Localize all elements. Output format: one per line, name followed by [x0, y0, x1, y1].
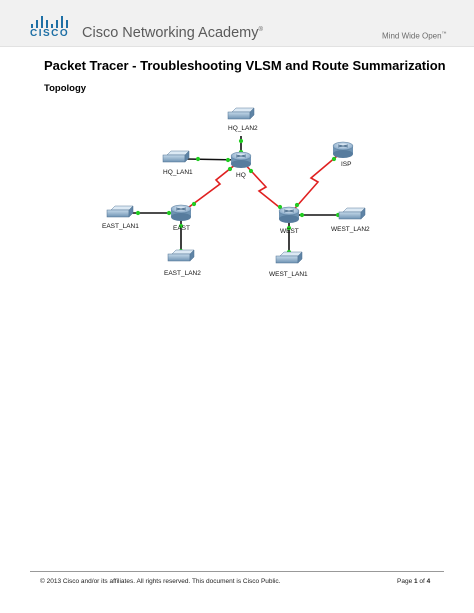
label-east-lan1: EAST_LAN1 [102, 223, 139, 230]
link-light [225, 157, 231, 163]
router-west-icon [278, 206, 300, 224]
link-light [286, 225, 292, 231]
router-isp-icon [332, 141, 354, 159]
label-east-lan2: EAST_LAN2 [164, 270, 201, 277]
switch-west-lan2-icon [338, 207, 366, 220]
switch-west-lan1-icon [275, 251, 303, 264]
cisco-logo-icon [31, 16, 68, 28]
link-light [166, 210, 172, 216]
switch-hq-lan2-icon [227, 107, 255, 120]
label-isp: ISP [341, 161, 351, 168]
link-light [195, 156, 201, 162]
label-west-lan1: WEST_LAN1 [269, 271, 308, 278]
academy-name: Cisco Networking Academy® [82, 25, 263, 41]
tagline: Mind Wide Open™ [382, 31, 447, 41]
device-labels: HQ_LAN2 HQ_LAN1 HQ ISP EAST_LAN1 EAST EA… [102, 125, 370, 278]
link-hq-west [240, 159, 290, 216]
label-hq-lan1: HQ_LAN1 [163, 169, 193, 176]
page-total: 4 [426, 578, 431, 585]
footer-copyright: © 2013 Cisco and/or its affiliates. All … [40, 578, 281, 585]
academy-name-text: Cisco Networking Academy [82, 25, 259, 41]
label-west-lan2: WEST_LAN2 [331, 226, 370, 233]
router-hq-icon [230, 151, 252, 169]
link-light [299, 212, 305, 218]
page-prefix: Page [397, 578, 414, 585]
label-west: WEST [280, 228, 299, 235]
page-current: 1 [414, 578, 418, 585]
page-number: Page 1 of 4 [397, 578, 430, 585]
switch-east-lan1-icon [106, 205, 134, 218]
switch-east-lan2-icon [167, 249, 195, 262]
link-light [191, 201, 197, 207]
tagline-text: Mind Wide Open [382, 31, 442, 41]
router-east-icon [170, 204, 192, 222]
trademark-mark: ™ [441, 31, 447, 37]
link-west-isp [288, 150, 344, 216]
page-header: CISCO Cisco Networking Academy® Mind Wid… [0, 0, 474, 47]
registered-mark: ® [258, 27, 263, 34]
link-light [238, 138, 244, 144]
cisco-wordmark: CISCO [30, 28, 70, 39]
label-hq: HQ [236, 172, 246, 179]
link-light [277, 204, 283, 210]
page-separator: of [417, 578, 427, 585]
link-light [135, 210, 141, 216]
link-light [227, 166, 233, 172]
label-hq-lan2: HQ_LAN2 [228, 125, 258, 132]
document-title: Packet Tracer - Troubleshooting VLSM and… [44, 58, 446, 73]
switch-hq-lan1-icon [162, 150, 190, 163]
label-east: EAST [173, 225, 190, 232]
footer-divider [30, 571, 444, 572]
link-light [331, 156, 337, 162]
link-light [294, 202, 300, 208]
section-heading-topology: Topology [44, 83, 87, 94]
link-light [248, 168, 254, 174]
link-light [178, 223, 184, 229]
link-hq-east [180, 159, 242, 214]
